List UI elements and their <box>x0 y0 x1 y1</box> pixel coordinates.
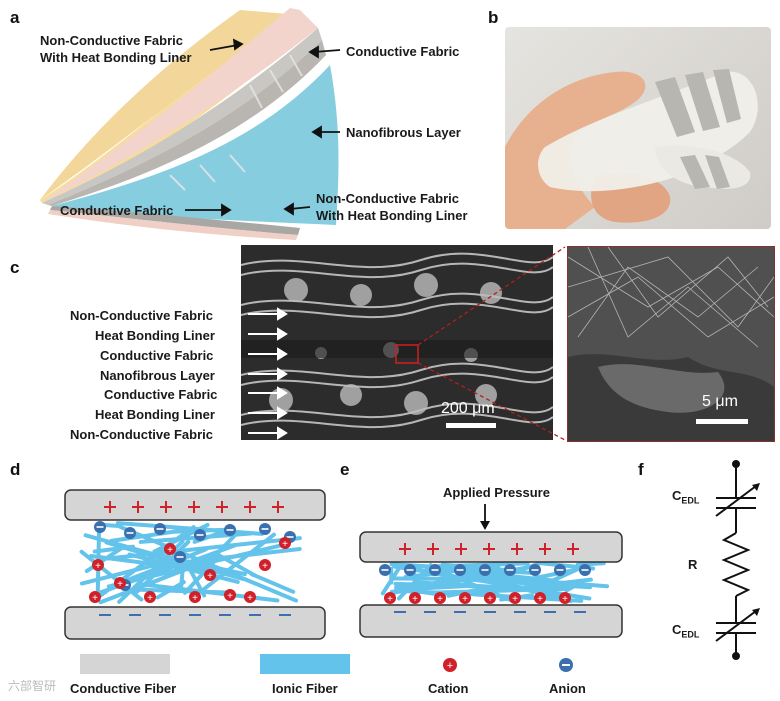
zoom-connector <box>400 245 570 445</box>
cation-sign: + <box>117 579 123 590</box>
cation-sign: + <box>207 571 213 582</box>
cation-sign: + <box>412 594 418 605</box>
label-c-layer-1: Non-Conductive Fabric <box>70 308 213 323</box>
scalebar-inset-label: 5 μm <box>702 393 738 411</box>
panel-e-diagram: + + + + + + + + <box>355 530 627 642</box>
label-a-bottom-left: Conductive Fabric <box>60 203 173 218</box>
label-c-layer-6: Heat Bonding Liner <box>95 407 215 422</box>
watermark: 六部智研 <box>8 677 56 694</box>
cation-sign: + <box>95 561 101 572</box>
label-a-top-right: Conductive Fabric <box>346 44 459 59</box>
cation-sign: + <box>167 545 173 556</box>
panel-e-letter: e <box>340 460 349 480</box>
label-a-bottom-right: Non-Conductive Fabric With Heat Bonding … <box>316 190 468 224</box>
cation-sign: + <box>92 593 98 604</box>
cation-sign: + <box>247 593 253 604</box>
cap-bottom-label: CEDL <box>672 622 699 640</box>
label-c-layer-2: Heat Bonding Liner <box>95 328 215 343</box>
legend-cation-label: Cation <box>428 681 468 696</box>
applied-pressure-label: Applied Pressure <box>443 485 550 500</box>
cation-sign: + <box>512 594 518 605</box>
panel-d-letter: d <box>10 460 20 480</box>
equivalent-circuit <box>690 458 770 663</box>
cation-sign: + <box>387 594 393 605</box>
label-c-layer-7: Non-Conductive Fabric <box>70 427 213 442</box>
label-c-layer-3: Conductive Fabric <box>100 348 213 363</box>
legend-ionic-label: Ionic Fiber <box>272 681 338 696</box>
label-c-layer-5: Conductive Fabric <box>104 387 217 402</box>
panel-d-diagram: + + + + + + + + + + + <box>60 485 330 645</box>
panel-c-letter: c <box>10 258 19 278</box>
bottom-electrode <box>65 607 325 639</box>
device-photo <box>505 27 771 229</box>
cation-sign: + <box>562 594 568 605</box>
bottom-electrode <box>360 605 622 637</box>
cation-sign: + <box>262 561 268 572</box>
cation-sign: + <box>487 594 493 605</box>
label-c-layer-4: Nanofibrous Layer <box>100 368 215 383</box>
legend-conductive-label: Conductive Fiber <box>70 681 176 696</box>
legend-cation-icon: + <box>440 655 460 675</box>
panel-f-letter: f <box>638 460 644 480</box>
panel-c-arrows <box>240 300 300 445</box>
cation-sign: + <box>462 594 468 605</box>
legend-ionic-swatch <box>260 654 350 674</box>
label-a-top-left: Non-Conductive Fabric With Heat Bonding … <box>40 32 192 66</box>
cation-sign: + <box>227 591 233 602</box>
label-a-middle: Nanofibrous Layer <box>346 125 461 140</box>
pressure-arrow <box>475 502 495 532</box>
svg-text:+: + <box>447 660 453 672</box>
cation-sign: + <box>282 539 288 550</box>
panel-b-letter: b <box>488 8 498 28</box>
legend-conductive-swatch <box>80 654 170 674</box>
cation-sign: + <box>537 594 543 605</box>
cap-top-label: CEDL <box>672 488 699 506</box>
legend-anion-label: Anion <box>549 681 586 696</box>
sem-inset: 5 μm <box>567 246 775 442</box>
legend-anion-icon <box>556 655 576 675</box>
top-electrode <box>360 532 622 562</box>
cation-sign: + <box>192 593 198 604</box>
cation-sign: + <box>147 593 153 604</box>
resistor-label: R <box>688 557 697 572</box>
cation-sign: + <box>437 594 443 605</box>
